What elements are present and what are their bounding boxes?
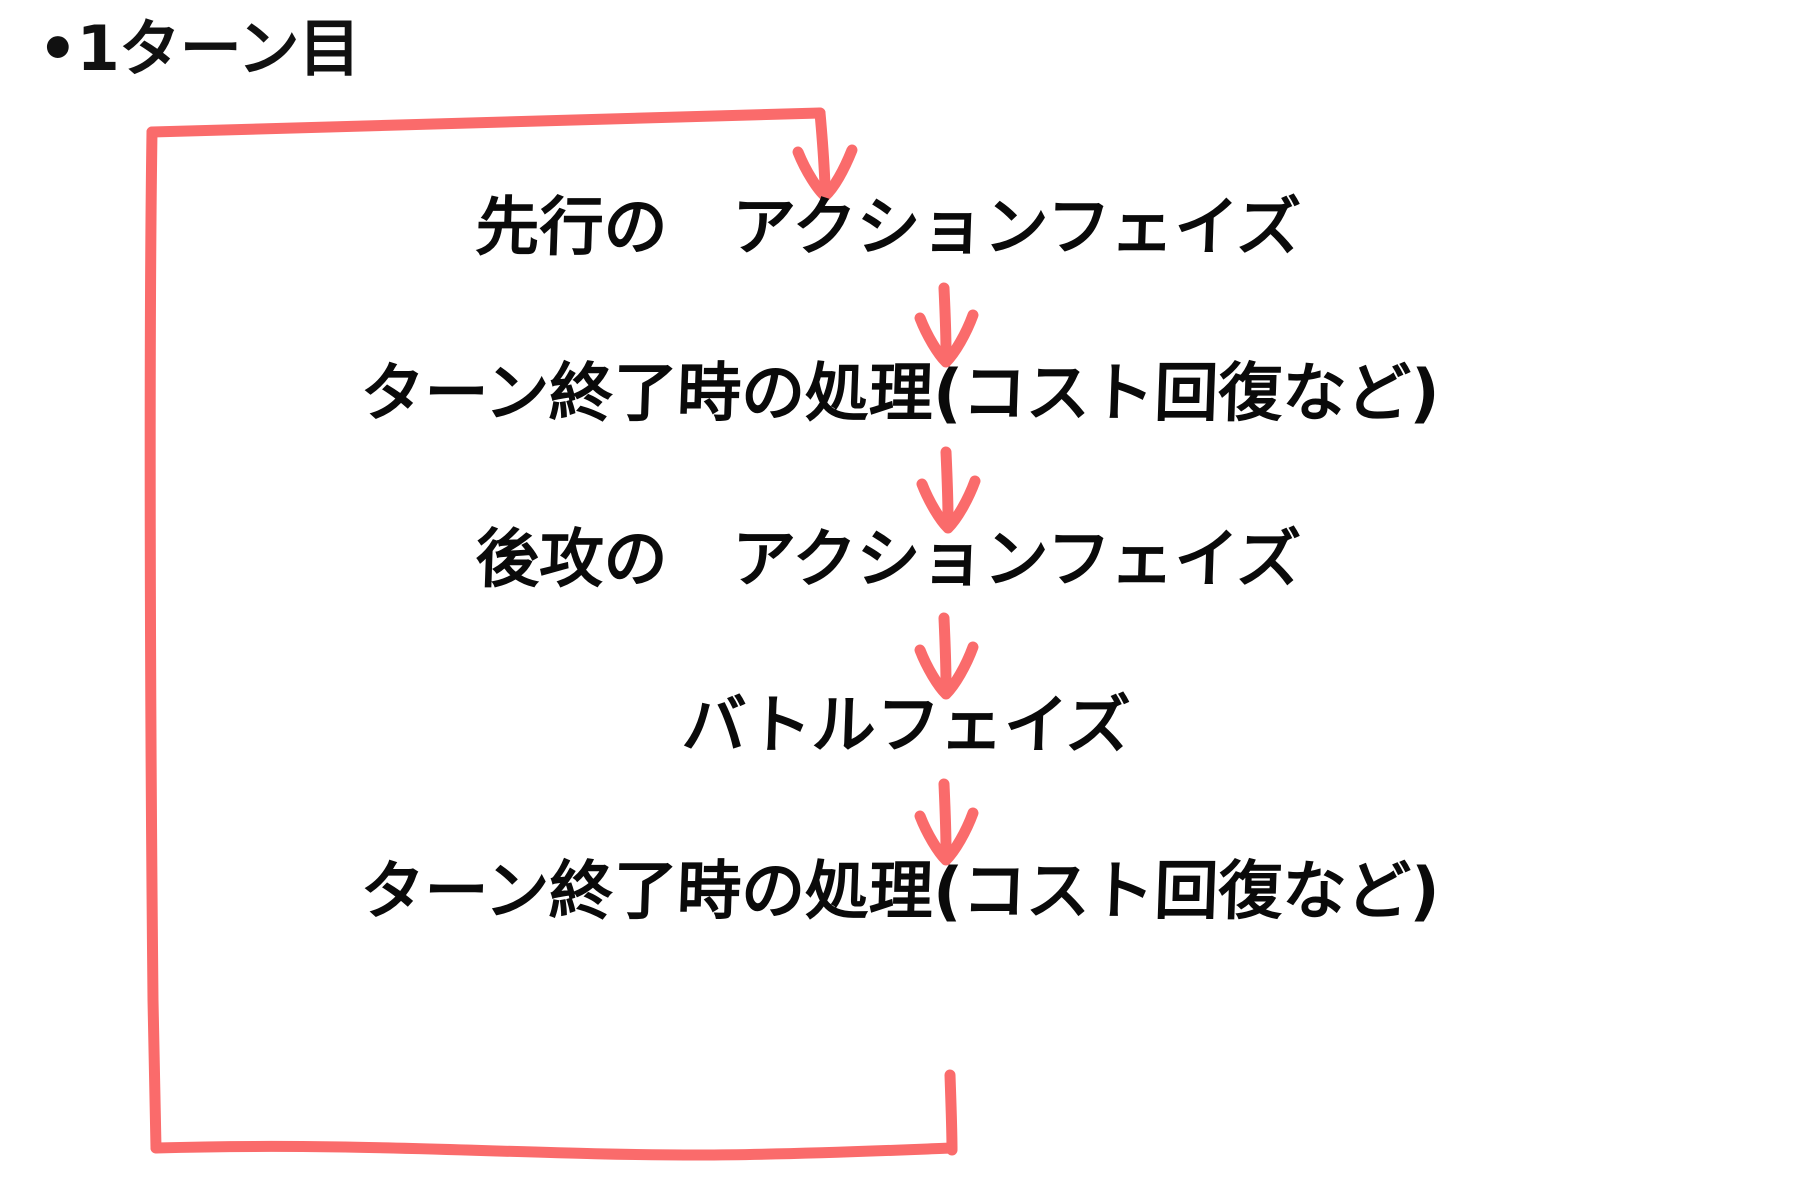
flow-step-1-label: 先行の アクションフェイズ xyxy=(474,191,1302,265)
flow-step-2: ターン終了時の処理(コスト回復など) xyxy=(0,357,1800,431)
flow-step-5-label: ターン終了時の処理(コスト回復など) xyxy=(359,855,1441,929)
arrow-step-4-to-step-5 xyxy=(914,778,979,866)
arrow-step-1-to-step-2 xyxy=(914,282,979,368)
flow-step-3-label: 後攻の アクションフェイズ xyxy=(474,523,1302,597)
flow-step-4-label: バトルフェイズ xyxy=(680,689,1132,763)
arrow-step-3-to-step-4 xyxy=(914,612,979,700)
flow-step-4: バトルフェイズ xyxy=(0,689,1800,763)
flow-step-5: ターン終了時の処理(コスト回復など) xyxy=(0,855,1800,929)
flow-step-2-label: ターン終了時の処理(コスト回復など) xyxy=(359,357,1441,431)
arrow-into-step-1 xyxy=(792,107,858,202)
page-title: •1ターン目 xyxy=(38,12,361,85)
flow-step-1: 先行の アクションフェイズ xyxy=(0,191,1800,265)
arrow-step-2-to-step-3 xyxy=(916,446,981,534)
flow-step-3: 後攻の アクションフェイズ xyxy=(0,523,1800,597)
turn-loop-arrow xyxy=(144,107,958,1161)
